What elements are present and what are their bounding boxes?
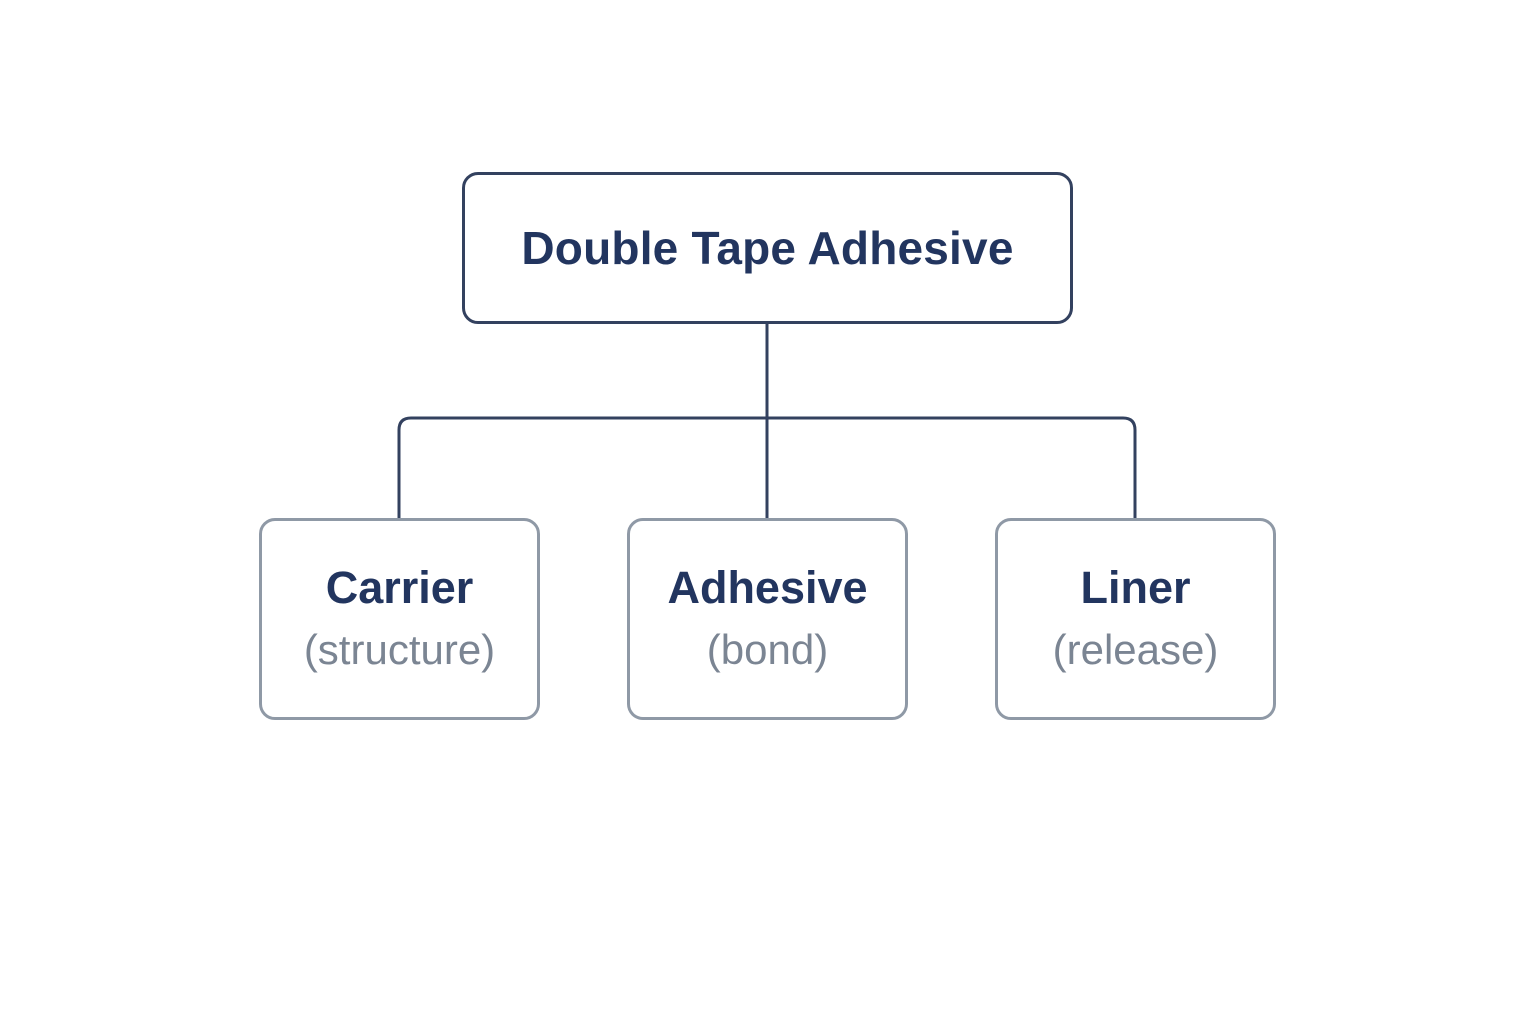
root-node-double-tape-adhesive: Double Tape Adhesive bbox=[462, 172, 1073, 324]
child-node-carrier: Carrier (structure) bbox=[259, 518, 540, 720]
root-node-label: Double Tape Adhesive bbox=[521, 222, 1014, 274]
child-node-liner-detail: (release) bbox=[1052, 626, 1219, 673]
child-node-carrier-label: Carrier bbox=[325, 562, 474, 613]
child-node-adhesive: Adhesive (bond) bbox=[627, 518, 908, 720]
child-node-liner-label: Liner bbox=[1080, 562, 1191, 613]
child-node-adhesive-detail: (bond) bbox=[706, 626, 829, 673]
child-node-carrier-detail: (structure) bbox=[303, 626, 496, 673]
child-node-adhesive-label: Adhesive bbox=[667, 562, 868, 613]
child-node-liner: Liner (release) bbox=[995, 518, 1276, 720]
